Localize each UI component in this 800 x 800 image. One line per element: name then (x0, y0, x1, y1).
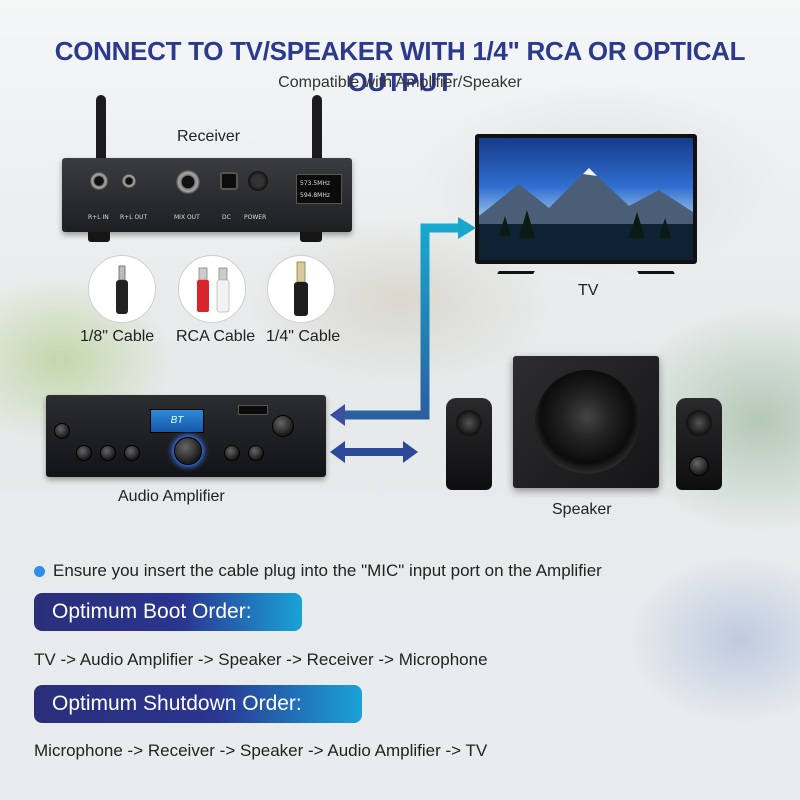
receiver-port-label: R+L IN (88, 214, 109, 221)
amp-knob (124, 445, 140, 461)
boot-order-heading: Optimum Boot Order: (34, 593, 302, 631)
amp-display: BT (150, 409, 204, 433)
boot-order-sequence: TV -> Audio Amplifier -> Speaker -> Rece… (34, 650, 488, 669)
receiver-port-mix (176, 170, 200, 194)
eighth-cable-icon (116, 265, 128, 314)
amp-knob (248, 445, 264, 461)
receiver-foot (88, 232, 110, 242)
receiver-port-in (90, 172, 108, 190)
receiver-freq-1: 573.5MHz (300, 180, 331, 187)
speaker-driver (456, 410, 482, 436)
amp-input-knob (272, 415, 294, 437)
receiver-label: Receiver (177, 128, 241, 145)
amplifier-device: BT (46, 395, 326, 477)
subwoofer-image (513, 356, 659, 488)
receiver-port-label: DC (222, 214, 231, 221)
amp-knob (76, 445, 92, 461)
rca-cable-icon (197, 267, 230, 313)
amp-knob (100, 445, 116, 461)
mountain-scene-icon (479, 168, 693, 260)
speaker-volume-knob (689, 456, 709, 476)
receiver-antenna-left (96, 95, 106, 165)
receiver-port-label: POWER (244, 214, 267, 221)
cable-quarter-label: 1/4" Cable (266, 328, 341, 345)
receiver-port-dc (220, 172, 238, 190)
receiver-foot (300, 232, 322, 242)
receiver-freq-2: 594.8MHz (300, 192, 331, 199)
quarter-cable-icon (294, 261, 308, 316)
amp-power-knob (54, 423, 70, 439)
amp-volume-knob (174, 437, 202, 465)
amp-knob (224, 445, 240, 461)
cable-quarter-image (267, 255, 335, 323)
receiver-display: 573.5MHz 594.8MHz (296, 174, 342, 204)
page-title: CONNECT TO TV/SPEAKER WITH 1/4" RCA OR O… (54, 36, 746, 97)
amp-usb-slot (238, 405, 268, 415)
mic-port-note-text: Ensure you insert the cable plug into th… (53, 561, 602, 580)
shutdown-order-heading: Optimum Shutdown Order: (34, 685, 362, 723)
shutdown-order-sequence: Microphone -> Receiver -> Speaker -> Aud… (34, 741, 488, 760)
receiver-port-label: MIX OUT (174, 214, 200, 221)
page-subtitle: Compatible with Amplifier/Speaker (278, 74, 522, 91)
cable-eighth-label: 1/8" Cable (80, 328, 155, 345)
speaker-driver (686, 410, 712, 436)
receiver-antenna-right (312, 95, 322, 165)
receiver-port-out (122, 174, 136, 188)
tv-screen (479, 138, 693, 260)
mic-port-note: Ensure you insert the cable plug into th… (34, 561, 602, 581)
satellite-speaker-right (676, 398, 722, 490)
amplifier-label: Audio Amplifier (118, 488, 225, 505)
cable-rca-image (178, 255, 246, 323)
receiver-port-label: R+L OUT (120, 214, 148, 221)
tv-label: TV (578, 282, 599, 299)
tv-connection-arrow (330, 217, 476, 426)
cable-eighth-image (88, 255, 156, 323)
tv-image (475, 134, 697, 264)
speaker-label: Speaker (552, 501, 612, 518)
cable-rca-label: RCA Cable (176, 328, 256, 345)
satellite-speaker-left (446, 398, 492, 490)
power-button (248, 171, 268, 191)
subwoofer-cone (535, 370, 639, 474)
bullet-icon (34, 565, 45, 577)
receiver-device: 573.5MHz 594.8MHz R+L IN R+L OUT MIX OUT… (62, 158, 352, 232)
speaker-connection-arrow (330, 441, 418, 463)
